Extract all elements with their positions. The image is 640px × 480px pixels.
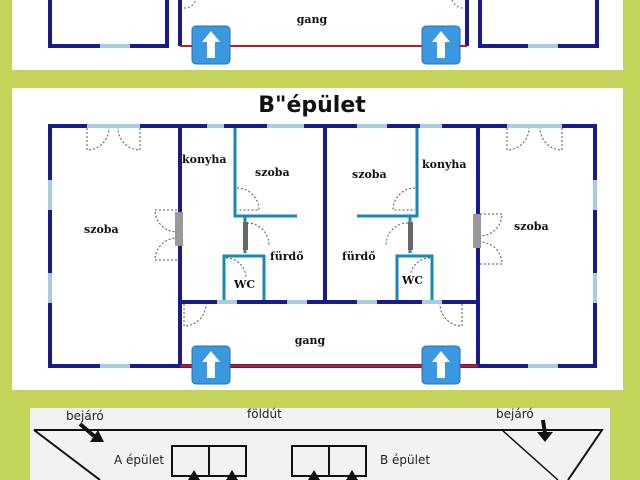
room-label-right-konyha: konyha [422,158,466,171]
room-label-right-wc: WC [401,274,423,287]
up-arrow-icon [191,345,231,385]
site-label-foldut: földút [247,407,282,421]
site-plan-panel: bejáró földút bejáró A épület B épület [30,407,610,480]
building-title: B"épület [258,93,366,118]
room-label-left-szoba: szoba [84,223,119,236]
room-label-left-wc: WC [233,278,255,291]
site-label-bejaro-right: bejáró [496,407,534,421]
entrance-arrow-right-icon [537,419,553,442]
room-label-right-furdo: fürdő [342,250,376,263]
top-floorplan: gang [48,0,599,65]
up-arrow-icon [191,25,231,65]
room-label-right-szoba-small: szoba [352,168,387,181]
gang-label: gang [297,13,328,26]
building-b-panel: B"épület [12,88,623,390]
site-label-a-epulet: A épület [114,453,164,467]
room-label-right-szoba: szoba [514,220,549,233]
site-label-bejaro-left: bejáró [66,409,104,423]
room-label-left-konyha: konyha [182,153,226,166]
site-label-b-epulet: B épület [380,453,430,467]
up-arrow-icon [421,25,461,65]
site-plan: bejáró földút bejáró A épület B épület [33,407,604,480]
entrance-arrow-left-icon [78,422,104,442]
room-label-gang: gang [295,334,326,347]
top-floorplan-panel: gang [12,0,623,70]
up-arrow-icon [421,345,461,385]
building-b-floorplan: B"épület [48,93,597,385]
room-label-left-furdo: fürdő [270,250,304,263]
room-label-left-szoba-small: szoba [255,166,290,179]
